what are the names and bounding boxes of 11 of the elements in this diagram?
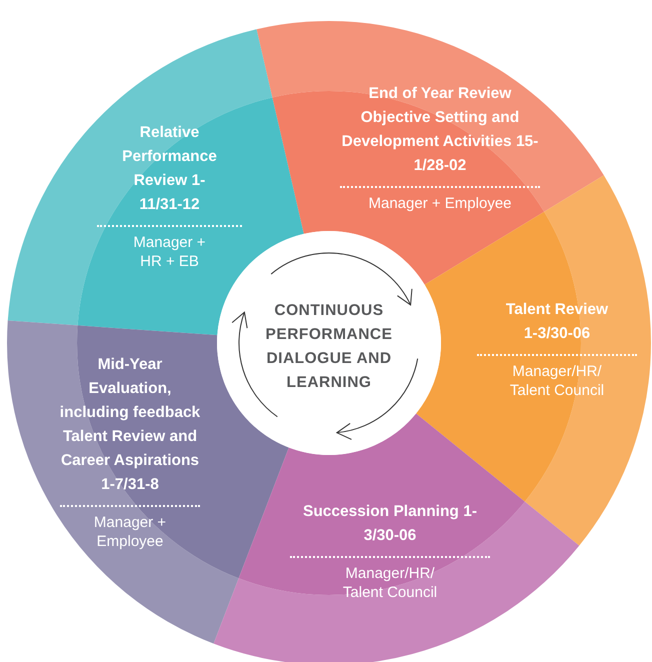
- phase-title: Succession Planning 1-3/30-06: [302, 502, 478, 546]
- phase-title: Mid-Year Evaluation, including feedback Talent Review and Career Aspirations 1-7/31-8: [58, 355, 202, 495]
- participants-text: Manager/HR/ Talent Council: [342, 564, 438, 602]
- participants-text: Manager + Employee: [368, 194, 512, 213]
- participants-text: Manager/HR/ Talent Council: [508, 362, 606, 400]
- center-title: CONTINUOUS PERFORMANCE DIALOGUE AND LEARNING: [264, 301, 394, 393]
- participants-text: Manager + Employee: [92, 513, 168, 551]
- participants-text: Manager + HR + EB: [132, 233, 207, 271]
- phase-title: End of Year Review Objective Setting and Development Activities 15-1/28-02: [340, 84, 540, 176]
- phase-title: Talent Review 1-3/30-06: [504, 300, 610, 344]
- phase-title: Relative Performance Review 1-11/31-12: [121, 123, 218, 215]
